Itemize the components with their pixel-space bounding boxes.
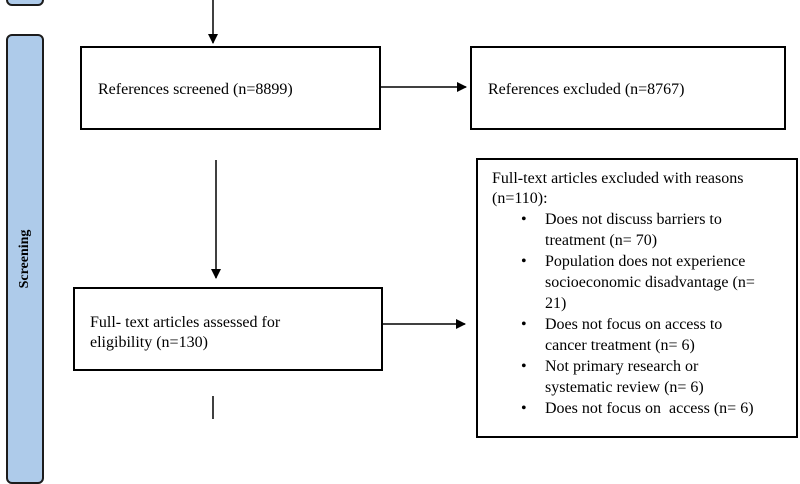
bullet-icon: • bbox=[521, 253, 527, 270]
fulltext-assessed-box: Full- text articles assessed for eligibi… bbox=[73, 287, 383, 371]
bullet-icon: • bbox=[521, 316, 527, 333]
fulltext-assessed-line2: eligibility (n=130) bbox=[90, 334, 208, 351]
flow-arrows bbox=[208, 0, 467, 419]
exclusions-heading-line1: Full-text articles excluded with reasons bbox=[492, 170, 744, 187]
references-screened-box: References screened (n=8899) bbox=[80, 46, 381, 130]
exclusion-reason: • Does not focus on access (n= 6) bbox=[521, 400, 754, 417]
bullet-icon: • bbox=[521, 358, 527, 375]
fulltext-excluded-content: Full-text articles excluded with reasons… bbox=[492, 169, 755, 419]
references-excluded-box: References excluded (n=8767) bbox=[470, 46, 786, 130]
bullet-icon: • bbox=[521, 400, 527, 417]
fulltext-assessed-text: Full- text articles assessed for eligibi… bbox=[90, 313, 280, 353]
references-screened-text: References screened (n=8899) bbox=[98, 81, 293, 98]
exclusion-reason: • Does not focus on access to cancer tre… bbox=[521, 316, 723, 354]
exclusion-reasons-list: • Does not discuss barriers to treatment… bbox=[492, 209, 755, 419]
bullet-icon: • bbox=[521, 211, 527, 228]
exclusion-reason: • Does not discuss barriers to treatment… bbox=[521, 211, 722, 249]
exclusion-reason: • Population does not experience socioec… bbox=[521, 253, 755, 312]
previous-stage-tab bbox=[6, 0, 44, 6]
fulltext-excluded-box: Full-text articles excluded with reasons… bbox=[476, 158, 798, 438]
exclusion-reason: • Not primary research or systematic rev… bbox=[521, 358, 704, 396]
exclusions-heading-line2: (n=110): bbox=[492, 190, 548, 207]
fulltext-assessed-line1: Full- text articles assessed for bbox=[90, 314, 281, 331]
references-excluded-text: References excluded (n=8767) bbox=[488, 81, 685, 98]
